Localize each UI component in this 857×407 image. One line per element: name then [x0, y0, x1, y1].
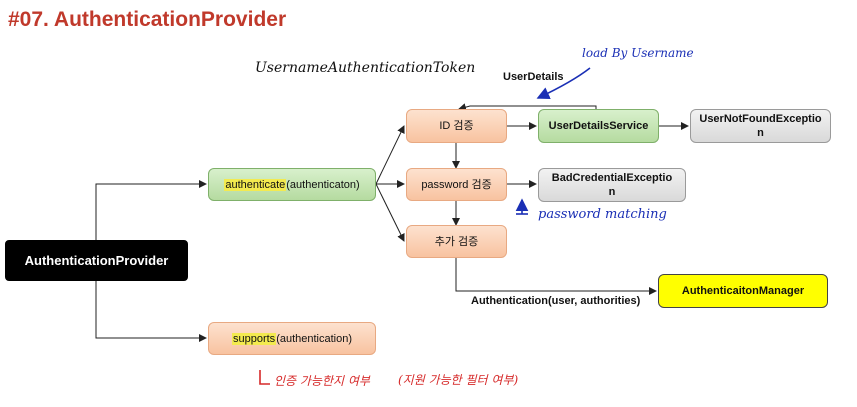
handwritten-supports-note: 인증 가능한지 여부: [274, 374, 370, 388]
handwritten-password-matching: password matching: [538, 207, 667, 222]
password-check-node: password 검증: [406, 168, 507, 201]
edge-auth-id: [375, 125, 405, 185]
authenticate-node: authenticate(authenticaton): [208, 168, 376, 201]
edge-provider-authenticate: [95, 180, 207, 240]
authenticate-method: authenticate: [224, 178, 287, 191]
page-title: #07. AuthenticationProvider: [8, 8, 287, 31]
supports-method: supports: [231, 332, 277, 345]
handdrawn-arrow-loadby: [536, 67, 591, 100]
handwritten-token-note: UsernameAuthenticationToken: [255, 60, 476, 76]
user-details-label: UserDetails: [503, 71, 564, 83]
edge-auth-extra: [375, 183, 405, 242]
edge-provider-supports: [95, 281, 207, 342]
user-details-service-node: UserDetailsService: [538, 109, 659, 143]
bad-credential-exception-node: BadCredentialExceptio n: [538, 168, 686, 202]
extra-check-node: 추가 검증: [406, 225, 507, 258]
edge-uds-id: [458, 103, 597, 112]
authentication-provider-node: AuthenticationProvider: [5, 240, 188, 281]
authentication-manager-node: AuthenticaitonManager: [658, 274, 828, 308]
supports-node: supports(authentication): [208, 322, 376, 355]
authentication-result-label: Authentication(user, authorities): [471, 295, 641, 307]
handwritten-supports-note-2: (지원 가능한 필터 여부): [398, 373, 519, 387]
handdrawn-red-arrow: [259, 370, 270, 385]
id-check-node: ID 검증: [406, 109, 507, 143]
user-not-found-exception-node: UserNotFoundExceptio n: [690, 109, 831, 143]
handwritten-load-by-username: load By Username: [582, 46, 694, 60]
edge-extra-manager: [455, 258, 657, 295]
